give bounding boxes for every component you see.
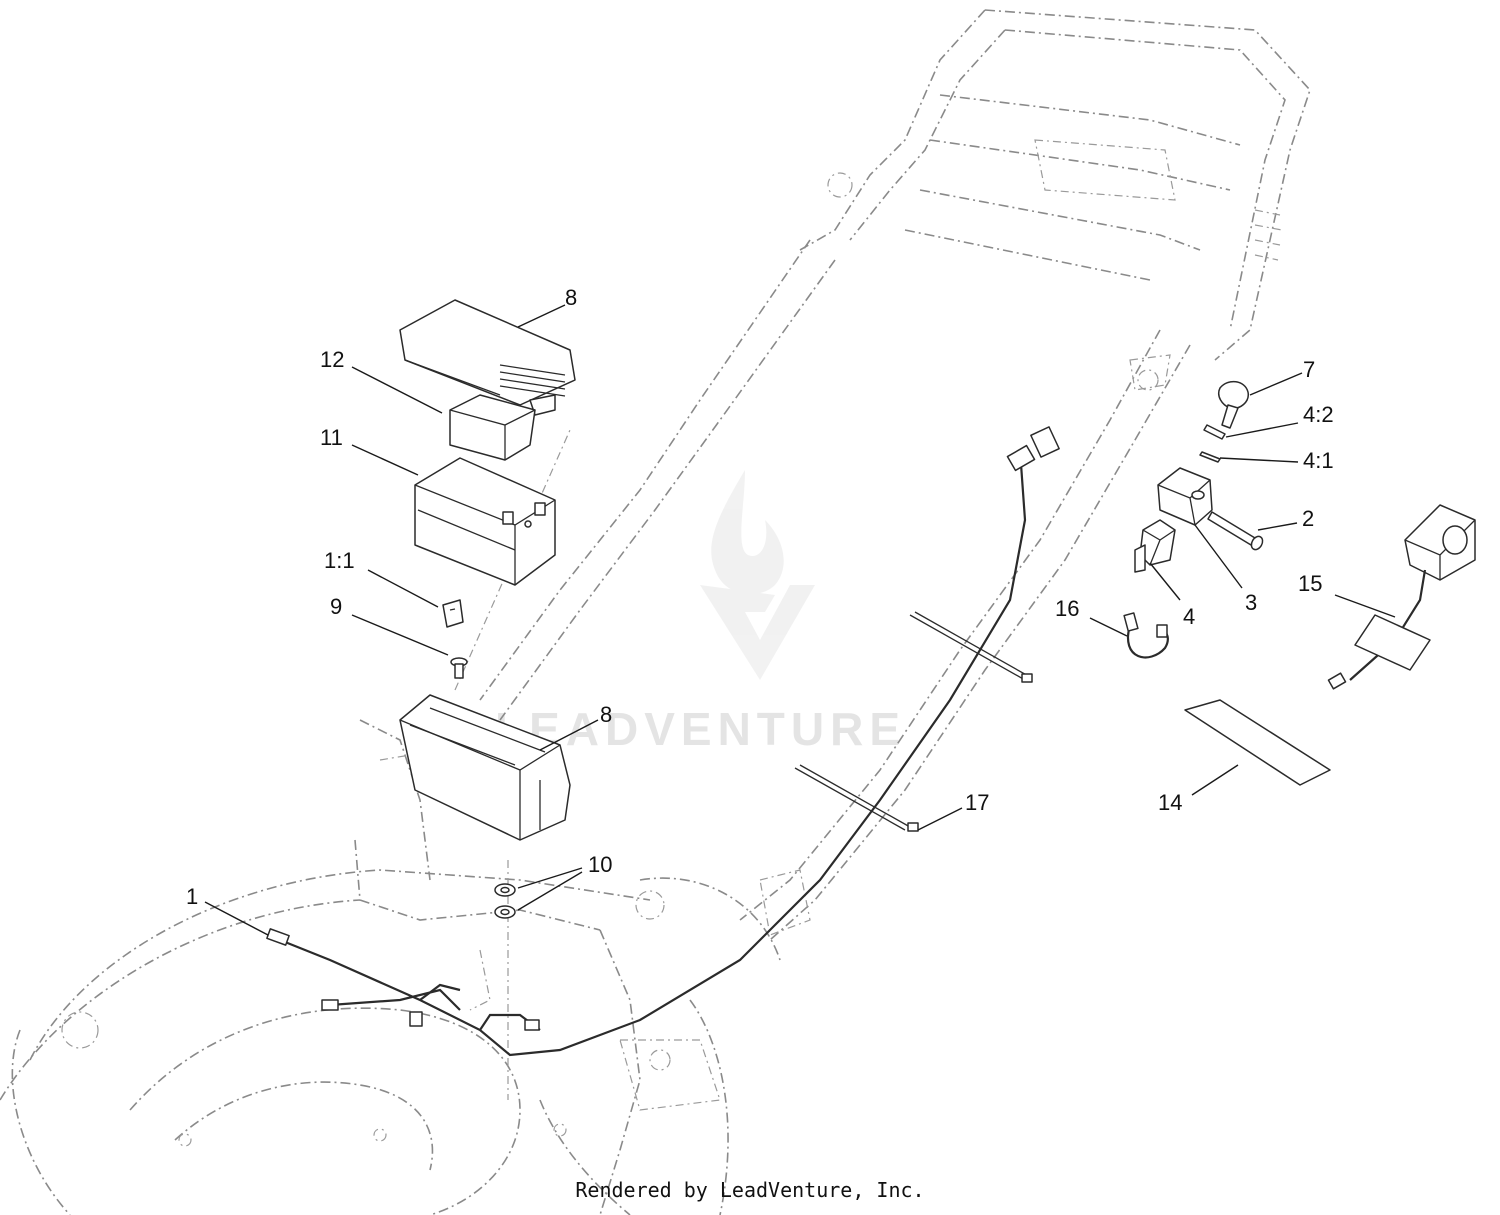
switch-housing-part (1157, 467, 1213, 526)
key-part (1218, 380, 1249, 429)
decal-part (1184, 699, 1331, 786)
callout-16: 16 (1055, 596, 1079, 621)
callout-2: 2 (1302, 506, 1314, 531)
mower-deck-ghost (0, 719, 811, 1215)
hour-meter-part (1327, 504, 1476, 690)
wire-harness-part (266, 426, 1060, 1057)
callout-11: 11 (320, 425, 343, 450)
fuse-part (442, 599, 464, 628)
callout-3: 3 (1245, 590, 1257, 615)
callout-4: 4 (1183, 604, 1195, 629)
callout-1-1: 1:1 (324, 548, 355, 573)
callout-labels: 8 12 11 1:1 9 8 10 1 17 16 4 3 2 4:1 4:2… (186, 285, 1334, 909)
callout-4-1: 4:1 (1303, 448, 1334, 473)
callout-4-2: 4:2 (1303, 402, 1334, 427)
callout-8-cover: 8 (565, 285, 577, 310)
mower-handle-ghost (479, 9, 1311, 941)
callout-10: 10 (588, 852, 612, 877)
spring-pin-part (1203, 424, 1226, 440)
leader-lines (204, 304, 1396, 936)
battery-box-part (399, 694, 571, 841)
callout-17: 17 (965, 790, 989, 815)
key-switch-part (1134, 519, 1176, 573)
render-credit: Rendered by LeadVenture, Inc. (575, 1178, 925, 1202)
callout-12: 12 (320, 347, 344, 372)
callout-14: 14 (1158, 790, 1182, 815)
callout-1: 1 (186, 884, 198, 909)
foam-pad-part (449, 394, 536, 461)
screw-part (450, 657, 468, 679)
roll-pin-part (1199, 451, 1221, 463)
alignment-lines (454, 429, 571, 1100)
jumper-wire-part (1123, 612, 1169, 659)
bolt-part (1207, 511, 1264, 551)
cable-ties-part (794, 611, 1033, 832)
battery-part (414, 457, 556, 586)
callout-7: 7 (1303, 357, 1315, 382)
callout-8-box: 8 (600, 702, 612, 727)
callout-9: 9 (330, 594, 342, 619)
watermark-logo (700, 470, 815, 680)
watermark-text: LEADVENTURE (495, 703, 906, 755)
callout-15: 15 (1298, 571, 1322, 596)
washers-part (494, 883, 516, 919)
